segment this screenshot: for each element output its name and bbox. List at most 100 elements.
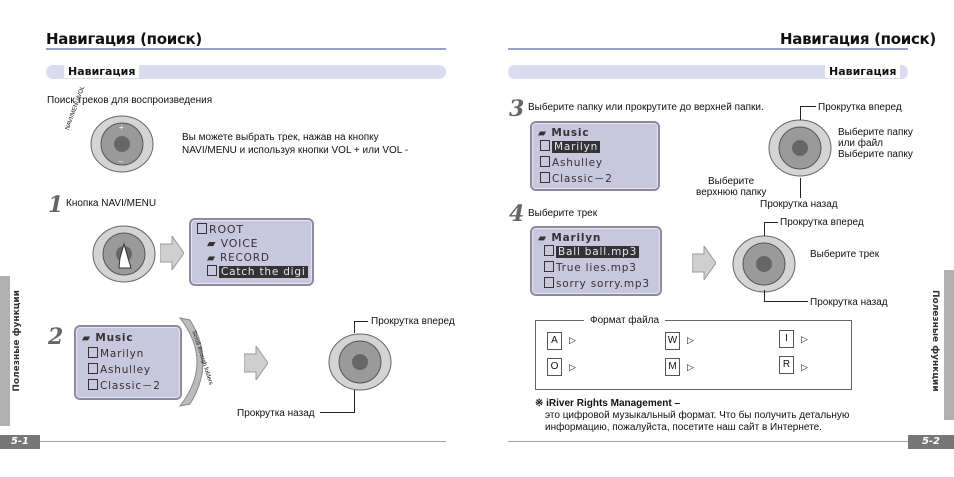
left-step1-screen: ROOT ▰ VOICE ▰ RECORD Catch the digi xyxy=(189,218,314,286)
format-o-icon: O xyxy=(547,358,562,376)
left-side-label: Полезные функции xyxy=(12,290,22,392)
play-arrow-icon: ▷ xyxy=(569,362,576,372)
right-step4-screen: ▰ Marilyn Ball ball.mp3 True lies.mp3 so… xyxy=(530,226,662,296)
right-step4-device xyxy=(726,232,810,296)
left-step2-number: 2 xyxy=(48,324,64,350)
file-icon xyxy=(544,261,554,272)
svg-text:+: + xyxy=(119,123,124,132)
folder-icon: ▰ xyxy=(538,127,552,139)
file-icon xyxy=(88,379,98,390)
nav-button-icon: + – xyxy=(90,115,154,173)
folder-icon: ▰ xyxy=(207,252,221,264)
right-side-tab xyxy=(944,270,954,420)
left-step2-screen: ▰ Music Marilyn Ashulley Classic－2 xyxy=(74,325,182,400)
screen-row: True lies.mp3 xyxy=(544,261,637,275)
play-arrow-icon: ▷ xyxy=(687,335,694,345)
screen-row: ▰ Music xyxy=(538,127,590,139)
screen-row: ROOT xyxy=(197,223,244,237)
left-forward-label: Прокрутка вперед xyxy=(371,316,455,327)
right-footer-rule xyxy=(508,441,908,442)
screen-row: Ashulley xyxy=(540,156,603,170)
right-page-title: Навигация (поиск) xyxy=(780,30,936,48)
right-step3-screen: ▰ Music Marilyn Ashulley Classic－2 xyxy=(530,121,660,191)
nav-button-icon xyxy=(732,235,796,293)
right-section-band xyxy=(508,65,908,79)
left-back-leader xyxy=(354,390,355,412)
right-step3-number: 3 xyxy=(509,96,525,122)
folder-icon: ▰ xyxy=(82,332,96,344)
right-step3-device xyxy=(762,116,846,180)
folder-icon: ▰ xyxy=(207,237,221,250)
file-format-title: Формат файла xyxy=(584,314,666,327)
right-back2-leader xyxy=(764,290,765,301)
screen-row: Marilyn xyxy=(88,347,144,361)
right-select-folder-1: Выберите папку xyxy=(838,127,913,138)
left-step1-arrow-icon xyxy=(159,234,185,275)
file-icon xyxy=(540,140,550,151)
left-back-label: Прокрутка назад xyxy=(237,408,315,419)
right-step3-text: Выберите папку или прокрутите до верхней… xyxy=(528,102,764,113)
left-page-number: 5-1 xyxy=(0,435,40,449)
file-icon xyxy=(207,265,217,276)
right-forward-leader xyxy=(800,106,801,120)
play-arrow-icon: ▷ xyxy=(569,335,576,345)
right-side-label: Полезные функции xyxy=(930,290,940,392)
right-top-folder-1: Выберите xyxy=(708,176,755,187)
right-forward2-leader xyxy=(764,222,765,236)
screen-row: ▰ Marilyn xyxy=(538,232,602,244)
right-select-track-label: Выберите трек xyxy=(810,249,880,260)
left-step1-number: 1 xyxy=(48,192,64,218)
screen-row: ▰ Music xyxy=(82,332,134,344)
file-icon xyxy=(540,156,550,167)
nav-button-icon xyxy=(328,333,392,391)
screen-row-selected: Catch the digi xyxy=(207,265,308,279)
right-back2-label: Прокрутка назад xyxy=(810,297,888,308)
screen-row: Classic－2 xyxy=(88,379,161,393)
right-forward-label: Прокрутка вперед xyxy=(818,102,902,113)
play-arrow-icon: ▷ xyxy=(801,362,808,372)
left-title-rule xyxy=(46,48,446,50)
screen-row: sorry sorry.mp3 xyxy=(544,277,650,291)
screen-row: Classic－2 xyxy=(540,172,613,186)
right-step4-arrow-icon xyxy=(691,244,717,285)
disk-icon xyxy=(197,223,207,234)
right-forward2-label: Прокрутка вперед xyxy=(780,217,864,228)
file-format-box xyxy=(535,320,852,390)
left-step1-label: Кнопка NAVI/MENU xyxy=(66,198,157,209)
right-forward-leader xyxy=(800,106,816,107)
file-icon xyxy=(540,172,550,183)
screen-row: Ashulley xyxy=(88,363,151,377)
left-step2-device xyxy=(320,330,404,394)
left-intro-device: + – xyxy=(76,114,156,176)
left-side-tab xyxy=(0,276,10,426)
left-scroll-arc-icon xyxy=(176,314,216,415)
format-a-icon: A xyxy=(547,332,562,350)
format-m-icon: M xyxy=(665,358,680,376)
left-section-label: Навигация xyxy=(64,65,140,78)
left-step2-arrow-icon xyxy=(243,344,269,385)
screen-row-selected: Ball ball.mp3 xyxy=(544,245,640,259)
play-arrow-icon: ▷ xyxy=(801,334,808,344)
note-line1: это цифровой музыкальный формат. Что бы … xyxy=(545,410,850,421)
play-arrow-icon: ▷ xyxy=(687,362,694,372)
note-line2: информацию, пожалуйста, посетите наш сай… xyxy=(545,422,822,433)
file-icon xyxy=(544,245,554,256)
screen-row: ▰ RECORD xyxy=(207,252,270,264)
left-desc-line2: NAVI/MENU и используя кнопки VOL + или V… xyxy=(182,145,409,156)
format-w-icon: W xyxy=(665,332,680,350)
left-footer-rule xyxy=(40,441,446,442)
nav-button-press-icon xyxy=(92,225,156,283)
right-title-rule xyxy=(508,48,908,50)
right-step4-number: 4 xyxy=(509,201,525,227)
right-back-leader xyxy=(800,178,801,198)
screen-row-selected: Marilyn xyxy=(540,140,601,154)
folder-icon: ▰ xyxy=(538,232,552,244)
file-icon xyxy=(88,363,98,374)
note-title: ※ iRiver Rights Management – xyxy=(535,398,681,409)
nav-button-icon xyxy=(768,119,832,177)
svg-text:–: – xyxy=(119,157,124,166)
left-forward-leader xyxy=(354,321,355,333)
left-section-band xyxy=(46,65,446,79)
left-step1-device xyxy=(76,222,160,286)
left-desc-line1: Вы можете выбрать трек, нажав на кнопку xyxy=(182,132,379,143)
